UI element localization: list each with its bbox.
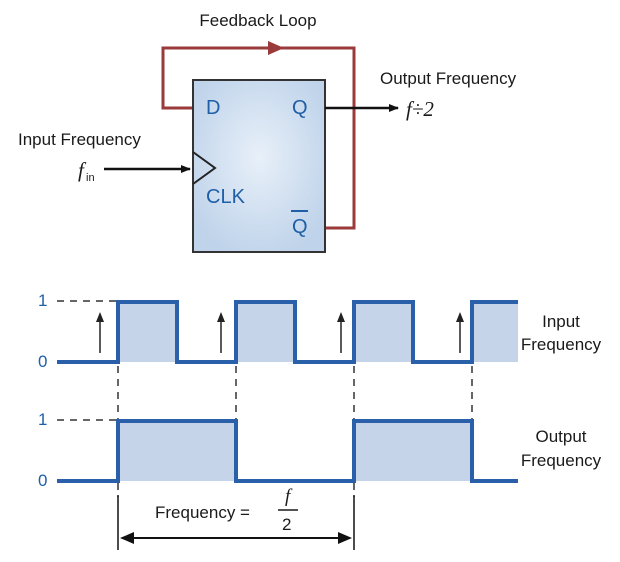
rising-edge-arrow-head <box>96 312 104 322</box>
rising-edge-arrow-head <box>217 312 225 322</box>
output-wave-high-fill <box>177 421 236 481</box>
output-row-name-line1: Output <box>535 427 586 446</box>
clock-triangle <box>192 151 217 185</box>
flip-flop-box <box>192 79 326 253</box>
edge-guides <box>117 366 473 497</box>
output-low-label: 0 <box>38 471 47 490</box>
output-frequency-label: Output Frequency <box>380 69 517 88</box>
feedback-arrowhead <box>268 41 284 55</box>
period-prefix: Frequency = <box>155 503 250 522</box>
period-numerator: f <box>285 486 293 507</box>
rising-edge-arrows <box>96 312 464 353</box>
pin-d-label: D <box>206 97 220 119</box>
input-wave-high-fill <box>236 302 295 362</box>
period-arrowhead-left <box>120 532 134 544</box>
output-wave-high-fill <box>118 421 177 481</box>
feedback-wire <box>161 46 356 230</box>
input-frequency-label: Input Frequency <box>18 130 141 149</box>
input-wave-high-fill <box>354 302 413 362</box>
output-high-label: 1 <box>38 410 47 429</box>
output-value: f÷2 <box>406 97 434 121</box>
output-row-name-line2: Frequency <box>521 451 602 470</box>
pin-qbar-label: Q <box>292 216 308 238</box>
period-denominator: 2 <box>282 515 291 534</box>
input-symbol: f <box>78 158 87 182</box>
input-low-label: 0 <box>38 352 47 371</box>
pin-q-label: Q <box>292 97 308 119</box>
pin-clk-label: CLK <box>206 186 246 208</box>
input-subscript: in <box>86 172 95 184</box>
output-wave-high-fill <box>354 421 413 481</box>
input-wave-high-fill <box>118 302 177 362</box>
input-wave-high-fill <box>472 302 518 362</box>
input-row-name-line1: Input <box>542 312 580 331</box>
rising-edge-arrow-head <box>337 312 345 322</box>
output-wave-high-fill <box>413 421 472 481</box>
input-wave-trace <box>57 300 518 364</box>
input-high-label: 1 <box>38 291 47 310</box>
input-row-name-line2: Frequency <box>521 335 602 354</box>
input-waveform <box>57 300 518 364</box>
feedback-loop-label: Feedback Loop <box>199 11 316 30</box>
output-wave-trace <box>57 419 518 483</box>
output-waveform <box>57 419 518 483</box>
period-arrowhead-right <box>338 532 352 544</box>
rising-edge-arrow-head <box>456 312 464 322</box>
